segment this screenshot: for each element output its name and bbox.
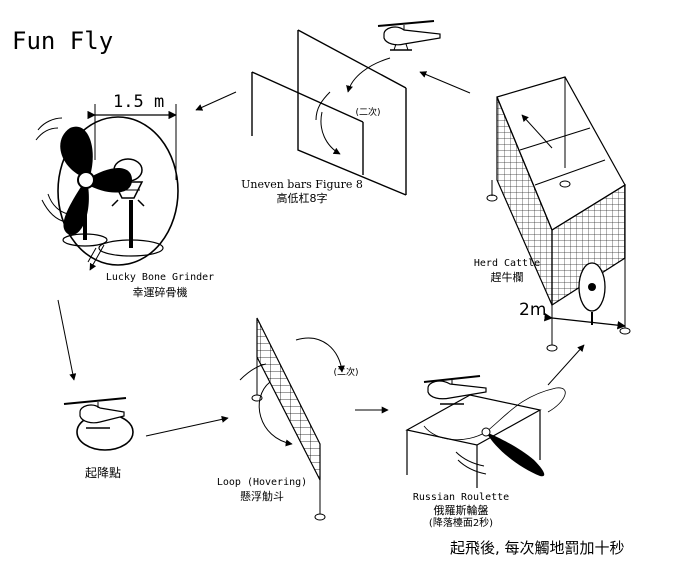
loop-label-en: Loop (Hovering)	[216, 477, 308, 488]
flow-arrow	[547, 344, 585, 386]
helicopter-icon	[377, 20, 441, 51]
dimension-arrow	[544, 313, 626, 330]
bone-grinder-label-en: Lucky Bone Grinder	[105, 272, 215, 283]
flow-arrow	[145, 415, 229, 437]
footer-note: 起飛後, 每次觸地罰加十秒	[450, 539, 625, 557]
roulette-blade	[486, 432, 545, 477]
loop-note: (二次)	[333, 368, 359, 378]
uneven-bars-label-en: Uneven bars Figure 8	[241, 178, 363, 191]
page-title: Fun Fly	[12, 27, 114, 55]
roulette-label-en: Russian Roulette	[412, 492, 510, 503]
bone-grinder-label-zh: 幸運碎骨機	[132, 286, 188, 299]
landing-label-zh: 起降點	[84, 466, 122, 480]
flow-arrow	[57, 299, 77, 381]
flow-arrow	[419, 71, 471, 94]
loop-station	[239, 317, 345, 521]
uneven-bars-station	[251, 20, 441, 196]
uneven-bars-label-zh: 高低杠8字	[276, 192, 328, 205]
roulette-label-zh: 俄羅斯輪盤	[433, 504, 489, 517]
uneven-bars-note: (二次)	[355, 108, 381, 118]
flow-arrow	[195, 91, 237, 111]
bone-grinder-station	[35, 104, 179, 266]
fan-icon	[35, 117, 132, 247]
roulette-note: (降落檯面2秒)	[428, 518, 494, 529]
herd-cattle-label-zh: 趕牛欄	[490, 271, 524, 284]
bone-grinder-dimension: 1.5 m	[113, 92, 165, 112]
roulette-station	[405, 375, 566, 488]
herd-cattle-label-en: Herd Cattle	[473, 258, 541, 269]
herd-cattle-dimension: 2m	[519, 300, 547, 320]
flow-arrow	[89, 244, 105, 271]
herd-cattle-station	[486, 76, 631, 352]
target-ring	[57, 116, 179, 266]
loop-label-zh: 懸浮觔斗	[240, 490, 284, 503]
landing-station	[63, 397, 134, 451]
helicopter-icon	[423, 375, 487, 405]
